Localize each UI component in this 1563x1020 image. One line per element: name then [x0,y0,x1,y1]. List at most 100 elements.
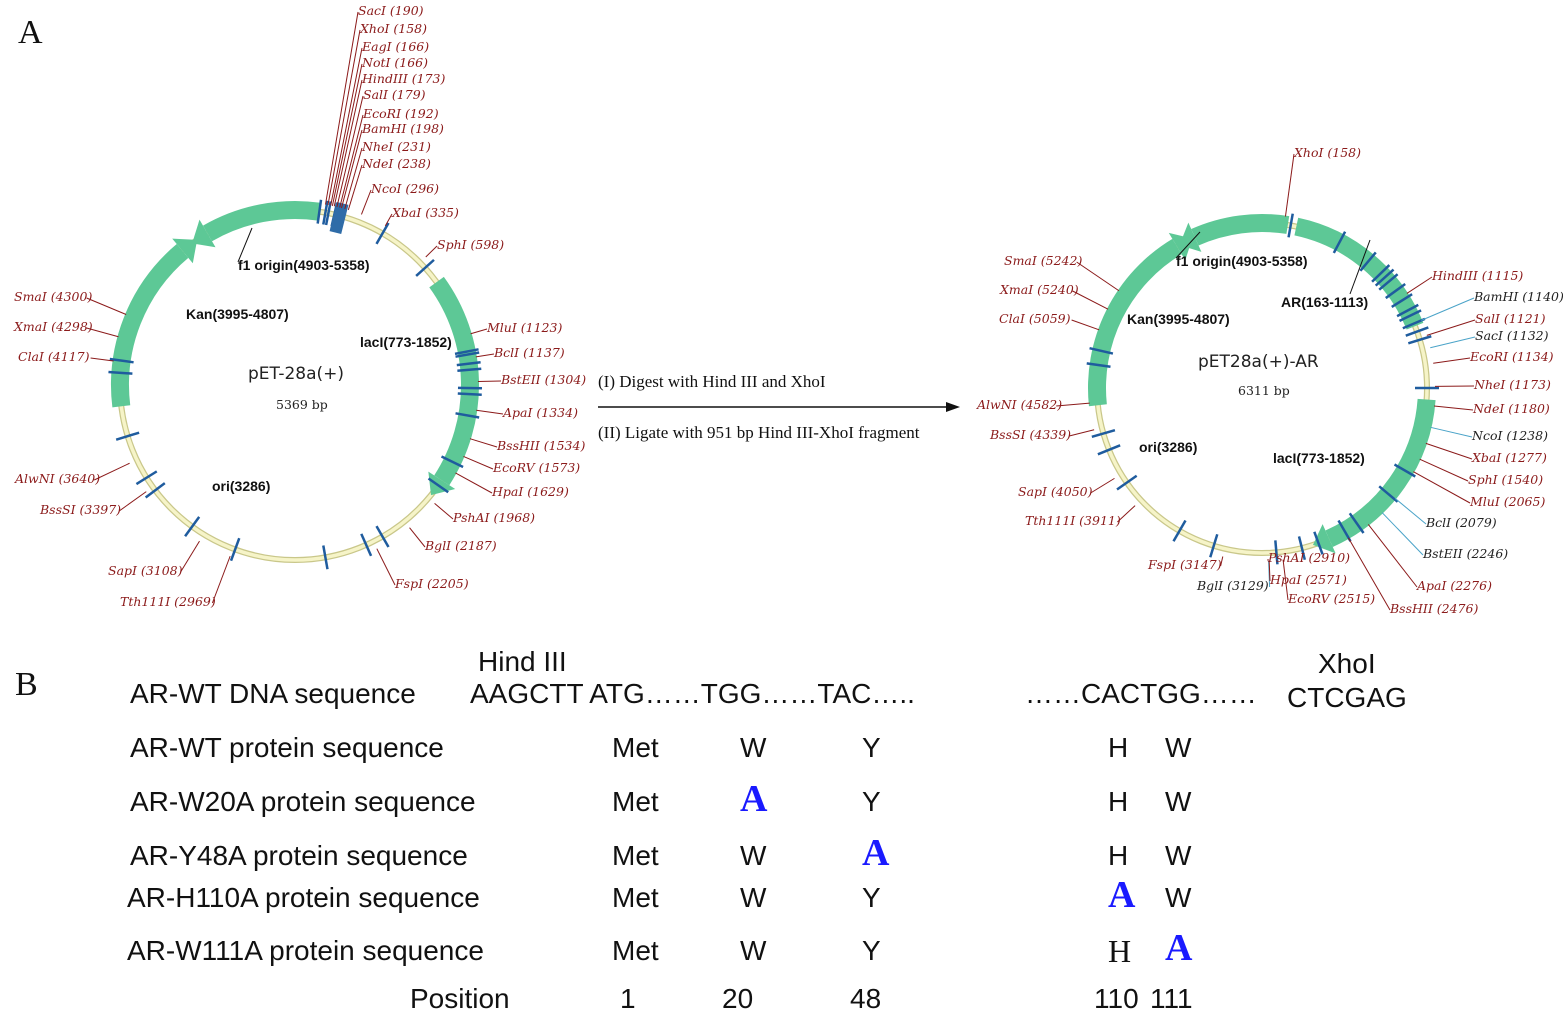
right-site-label: NdeI (1180) [1473,401,1550,416]
right-site-tick [1402,317,1426,330]
left-site-label: BstEII (1304) [501,372,587,387]
left-site-label: EcoRI (192) [363,106,439,121]
right-site-tick [1374,268,1395,287]
right-site-tick [1398,309,1422,323]
right-site-leader [1090,477,1115,494]
right-site-leader [1069,429,1095,437]
right-site-label: BamHI (1140) [1474,289,1563,304]
right-site-label: NcoI (1238) [1472,428,1548,443]
right-feature-laci: lacI(773-1852) [1273,450,1365,466]
left-site-leader [455,472,493,494]
residue: H [1108,786,1129,817]
left-kan-arrow-arrowhead [172,238,198,264]
right-feature-kan: Kan(3995-4807) [1127,311,1230,327]
process-arrowhead [946,402,960,412]
residue: Met [612,840,659,871]
left-site-label: PshAI (1968) [453,510,536,525]
left-site-label: NheI (231) [362,139,431,154]
left-site-tick [229,537,241,562]
residue: W [1165,786,1192,817]
dna-row-label: AR-WT DNA sequence [130,678,416,709]
right-site-label: NheI (1173) [1474,377,1551,392]
mutated-residue: A [740,778,768,820]
left-feature-ori: ori(3286) [212,478,271,494]
left-plasmid-size: 5369 bp [276,397,328,412]
left-site-leader [347,164,363,211]
left-site-label: SapI (3108) [108,563,183,578]
right-site-tick [1393,463,1416,478]
left-site-leader [86,297,127,315]
right-feature-f1-origin: f1 origin(4903-5358) [1176,253,1308,269]
left-site-tick [457,392,482,397]
right-site-leader [1419,458,1469,482]
right-site-tick [1297,536,1307,561]
left-site-tick [456,360,481,367]
left-site-label: EagI (166) [362,39,430,54]
right-site-tick [1378,485,1399,503]
right-site-label: BglI (3129) [1197,578,1269,593]
right-plasmid-name: pET28a(+)-AR [1198,352,1319,372]
right-site-tick [1405,326,1429,337]
xhoi-header: XhoI [1318,648,1376,679]
left-site-tick [375,525,390,548]
right-site-leader [1117,505,1136,523]
right-site-tick [1287,213,1294,238]
right-site-leader [1220,556,1224,567]
right-site-label: BssHII (2476) [1390,601,1479,616]
left-site-label: FspI (2205) [395,576,469,591]
left-site-label: SacI (190) [358,3,424,18]
right-plasmid-size: 6311 bp [1238,383,1290,398]
left-site-label: SalI (179) [363,87,426,102]
dna-seq-start: AAGCTT ATG……TGG……TAC….. [470,678,915,709]
left-site-tick [455,412,480,419]
left-site-leader [118,491,147,512]
protein-row-label: AR-W20A protein sequence [130,786,476,817]
left-site-label: BssHII (1534) [497,438,586,453]
panel-b-label: B [15,666,38,703]
left-site-label: HpaI (1629) [492,484,569,499]
left-site-tick [108,370,133,375]
left-site-tick [427,477,449,494]
residue: Met [612,882,659,913]
right-feature-ar: AR(163-1113) [1281,294,1369,310]
left-site-tick [322,200,329,225]
left-site-leader [376,548,396,586]
left-site-tick [457,367,482,373]
right-site-label: BclI (2079) [1426,515,1497,530]
residue: W [1165,732,1192,763]
right-site-label: ApaI (2276) [1417,578,1492,593]
right-site-leader [1394,498,1427,525]
protein-row-label: AR-WT protein sequence [130,732,444,763]
dna-seq-middle: ……CACTGG…… [1025,678,1257,709]
right-site-leader [1268,560,1271,582]
right-kan-arrow-arrowhead [1168,232,1193,261]
left-site-tick [316,199,323,224]
right-site-leader [1406,276,1433,294]
left-site-leader [476,409,504,415]
residue: W [740,732,767,763]
left-site-leader [327,29,361,206]
right-site-leader [1347,537,1391,611]
left-site-label: Tth111I (2969) [120,594,216,609]
right-site-leader [1072,290,1109,310]
right-site-label: SacI (1132) [1475,328,1549,343]
left-site-leader [409,527,426,548]
left-site-label: NdeI (238) [362,156,431,171]
right-site-leader [1071,319,1100,331]
right-site-label: XhoI (158) [1294,145,1361,160]
left-site-tick [135,470,158,486]
left-site-tick [440,455,464,469]
residue: W [740,840,767,871]
right-site-label: HindIII (1115) [1432,268,1524,283]
position-value: 1 [620,983,636,1014]
hindiii-header: Hind III [478,646,567,677]
right-site-label: PshAI (2910) [1268,550,1351,565]
left-site-label: EcoRV (1573) [493,460,581,475]
left-site-leader [425,245,438,258]
left-laci-arrow-arrowhead [428,471,456,496]
right-site-tick [1172,519,1187,542]
left-site-label: SmaI (4300) [14,289,93,304]
left-f1-origin-arrow-arrowhead [192,219,216,248]
right-site-tick [1089,346,1114,355]
left-site-tick [144,482,166,499]
